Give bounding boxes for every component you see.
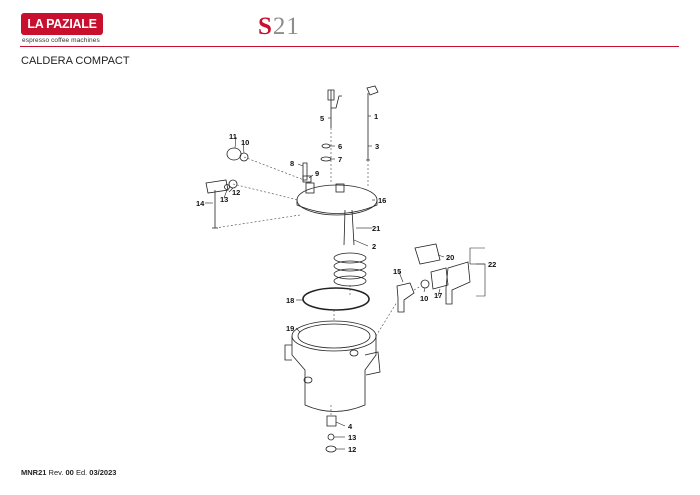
callout-12b: 12 — [348, 445, 356, 454]
brand-tagline: espresso coffee machines — [22, 37, 100, 44]
boiler-right-port — [364, 351, 381, 376]
part-16-top-plate — [296, 184, 378, 216]
part-2-coil-2 — [333, 260, 367, 272]
boiler-front-port — [349, 349, 359, 357]
part-17-shape — [430, 267, 449, 290]
footer-doc-code: MNR21 — [21, 468, 47, 477]
part-2-element-leads — [343, 209, 355, 246]
callout-4: 4 — [348, 422, 353, 431]
callout-20: 20 — [446, 253, 454, 262]
footer-ed-value: 03/2023 — [89, 468, 117, 477]
part-15-elbow — [396, 282, 415, 313]
callout-17: 17 — [434, 291, 442, 300]
part-19-boiler-rim — [291, 320, 377, 352]
part-5-probe-shape — [327, 89, 335, 128]
footer-ed-label: Ed. — [75, 468, 88, 477]
callout-14: 14 — [196, 199, 205, 208]
part-13-shape — [224, 184, 230, 190]
model-title: S21 — [258, 13, 300, 41]
callout-11: 11 — [229, 132, 237, 141]
part-9-shape — [302, 175, 312, 183]
header-divider — [20, 46, 679, 47]
callout-1: 1 — [374, 112, 378, 121]
part-5-tip — [331, 95, 342, 109]
callout-12: 12 — [232, 188, 240, 197]
callout-6: 6 — [338, 142, 342, 151]
part-20-shape — [414, 243, 441, 265]
callout-3: 3 — [375, 142, 379, 151]
guide-10b — [413, 285, 422, 291]
guide-15 — [375, 301, 398, 337]
brand-logo-text: LA PAZIALE — [27, 17, 97, 31]
footer-rev-value: 00 — [65, 468, 74, 477]
part-2-coil-4 — [333, 275, 367, 287]
callout-16: 16 — [378, 196, 386, 205]
callout-18: 18 — [286, 296, 294, 305]
guide-12 — [232, 183, 299, 201]
part-22-valve — [445, 261, 471, 305]
guide-14 — [214, 214, 301, 229]
part-2-coil-3 — [333, 268, 367, 280]
callout-10b: 10 — [420, 294, 428, 303]
brand-logo: LA PAZIALE — [21, 13, 103, 35]
part-11-shape — [226, 147, 242, 161]
callout-13: 13 — [220, 195, 228, 204]
model-prefix: S — [258, 13, 273, 40]
boiler-left-port — [284, 344, 292, 361]
callout-10: 10 — [241, 138, 249, 147]
part-19-boiler-body — [291, 336, 377, 412]
part-12b-shape — [325, 445, 337, 453]
guide-10 — [243, 156, 305, 181]
section-title: CALDERA COMPACT — [21, 55, 130, 67]
part-16-plate-edge — [296, 200, 378, 214]
document-footer: MNR21 Rev. 00 Ed. 03/2023 — [21, 468, 116, 477]
plate-stud — [305, 182, 315, 194]
callout-8: 8 — [290, 159, 294, 168]
callout-9: 9 — [315, 169, 319, 178]
plate-stud-2 — [335, 183, 345, 193]
callout-5: 5 — [320, 114, 324, 123]
callout-21: 21 — [372, 224, 380, 233]
callout-19: 19 — [286, 324, 294, 333]
part-18-gasket — [302, 287, 370, 311]
footer-rev-label: Rev. — [48, 468, 64, 477]
part-13b-shape — [327, 433, 335, 441]
part-8-shape — [302, 162, 308, 181]
callout-22: 22 — [488, 260, 496, 269]
part-6-shape — [321, 143, 331, 149]
callout-2: 2 — [372, 242, 376, 251]
part-4-shape — [326, 415, 337, 427]
part-7-shape — [320, 156, 332, 162]
boiler-side-port — [303, 376, 313, 384]
part-10b-shape — [420, 279, 430, 289]
part-2-coil-1 — [333, 252, 367, 264]
part-19-boiler-inner — [297, 323, 371, 349]
callout-7: 7 — [338, 155, 342, 164]
callout-13b: 13 — [348, 433, 356, 442]
callout-15: 15 — [393, 267, 401, 276]
model-number: 21 — [272, 13, 300, 40]
